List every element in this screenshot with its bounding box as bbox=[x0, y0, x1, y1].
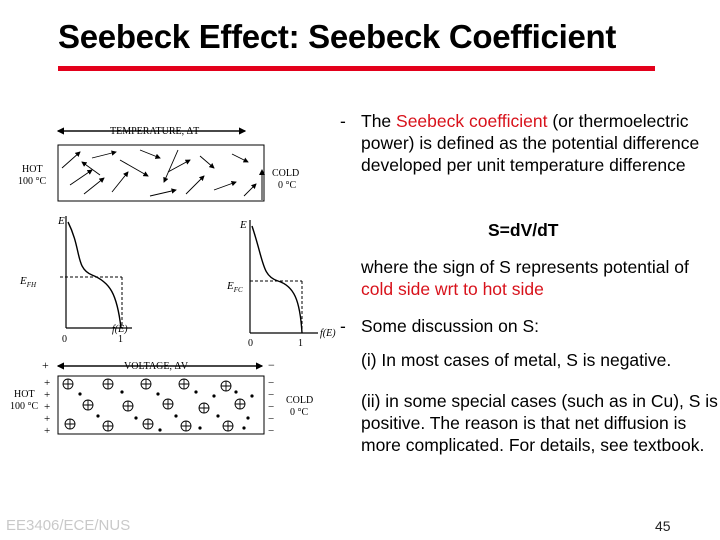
svg-text:+: + bbox=[44, 413, 50, 425]
cold-side-term: cold side wrt to hot side bbox=[361, 279, 544, 299]
svg-text:−: − bbox=[268, 413, 274, 425]
left-fermi-graph: E EFH f(E) 0 1 bbox=[19, 215, 132, 345]
bottom-cold-temp: 0 °C bbox=[290, 407, 308, 418]
bottom-cold-label: COLD bbox=[286, 395, 313, 406]
course-footer: EE3406/ECE/NUS bbox=[6, 517, 131, 534]
hot-label: HOT bbox=[22, 164, 43, 175]
svg-text:−: − bbox=[268, 389, 274, 401]
right-tick-0: 0 bbox=[248, 338, 253, 349]
right-e-axis-label: E bbox=[239, 219, 247, 231]
seebeck-coefficient-term: Seebeck coefficient bbox=[396, 111, 548, 131]
electron-dots bbox=[78, 390, 254, 432]
svg-text:+: + bbox=[44, 425, 50, 437]
bullet-discussion: -Some discussion on S: bbox=[340, 316, 540, 336]
slide-title: Seebeck Effect: Seebeck Coefficient bbox=[58, 18, 617, 55]
electron-arrows bbox=[61, 149, 257, 197]
voltage-minus-sign: − bbox=[268, 358, 275, 372]
svg-text:+: + bbox=[44, 401, 50, 413]
title-underline bbox=[58, 66, 655, 71]
cold-temp: 0 °C bbox=[278, 180, 296, 191]
ion-symbols bbox=[62, 378, 246, 432]
temperature-panel: TEMPERATURE, ΔT HOT 100 °C COLD 0 °C bbox=[18, 126, 299, 202]
case-positive: (ii) in some special cases (such as in C… bbox=[361, 391, 718, 455]
left-tick-1: 1 bbox=[118, 334, 123, 345]
voltage-label: VOLTAGE, ΔV bbox=[124, 361, 189, 372]
seebeck-equation: S=dV/dT bbox=[488, 220, 559, 240]
case-negative: (i) In most cases of metal, S is negativ… bbox=[361, 350, 672, 370]
seebeck-diagram: TEMPERATURE, ΔT HOT 100 °C COLD 0 °C E bbox=[10, 126, 336, 437]
bottom-hot-label: HOT bbox=[14, 389, 35, 400]
svg-text:−: − bbox=[268, 377, 274, 389]
left-efh-label: EFH bbox=[19, 275, 37, 289]
left-fermi-curve bbox=[67, 221, 122, 329]
right-fe-label: f(E) bbox=[320, 328, 336, 339]
left-fe-label: f(E) bbox=[112, 324, 128, 335]
bottom-hot-temp: 100 °C bbox=[10, 401, 38, 412]
sign-explanation: where the sign of S represents potential… bbox=[361, 257, 689, 299]
right-fermi-graph: E EFC f(E) 0 1 bbox=[226, 219, 336, 349]
right-fermi-curve bbox=[251, 225, 303, 334]
hot-temp: 100 °C bbox=[18, 176, 46, 187]
right-efc-label: EFC bbox=[226, 280, 243, 294]
side-charge-signs: +++++ −−−−− bbox=[44, 377, 274, 437]
bullet-list: -The Seebeck coefficient (or thermoelect… bbox=[340, 110, 718, 176]
bullet-seebeck-definition: -The Seebeck coefficient (or thermoelect… bbox=[340, 111, 700, 175]
voltage-plus-sign: + bbox=[42, 358, 49, 372]
svg-text:+: + bbox=[44, 377, 50, 389]
left-e-axis-label: E bbox=[57, 215, 65, 227]
svg-text:+: + bbox=[44, 389, 50, 401]
svg-text:−: − bbox=[268, 425, 274, 437]
svg-text:−: − bbox=[268, 401, 274, 413]
cold-label: COLD bbox=[272, 168, 299, 179]
voltage-panel: + VOLTAGE, ΔV − HOT 100 °C COLD 0 °C +++… bbox=[10, 358, 313, 437]
page-number: 45 bbox=[655, 518, 671, 534]
temperature-label: TEMPERATURE, ΔT bbox=[110, 126, 199, 137]
right-tick-1: 1 bbox=[298, 338, 303, 349]
left-tick-0: 0 bbox=[62, 334, 67, 345]
